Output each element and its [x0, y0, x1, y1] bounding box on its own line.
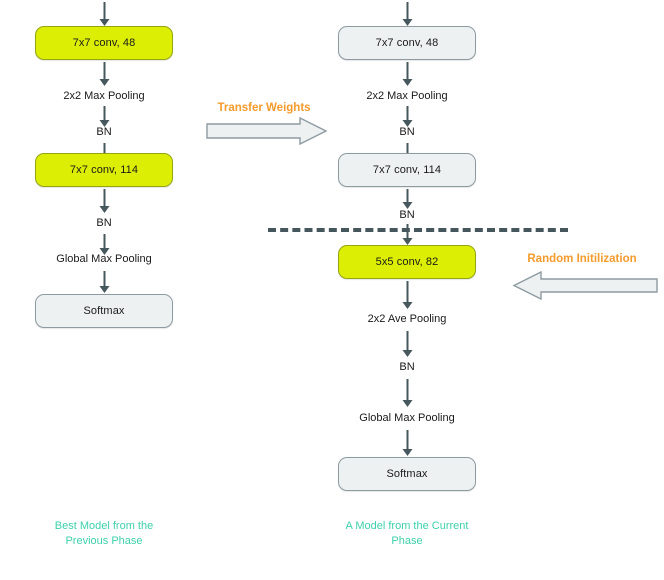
arrow-right-conv1-to-pool1 [402, 62, 413, 86]
step-text: BN [96, 126, 112, 138]
arrow-right-conv2-to-bn2 [402, 189, 413, 209]
node-right-conv1[interactable]: 7x7 conv, 48 [338, 26, 476, 60]
label-left-bn2: BN [96, 217, 111, 229]
node-left-conv1[interactable]: 7x7 conv, 48 [35, 26, 173, 60]
label-left-max-pooling: 2x2 Max Pooling [63, 90, 144, 102]
node-label: 7x7 conv, 48 [375, 37, 439, 49]
label-right-bn2: BN [399, 209, 414, 221]
arrow-into-left-conv1 [99, 2, 110, 26]
step-text: BN [96, 217, 112, 229]
caption-right-column: A Model from the Current Phase [345, 520, 469, 547]
node-label: 5x5 conv, 82 [375, 256, 439, 268]
step-text: Global Max Pooling [56, 253, 152, 265]
node-right-softmax[interactable]: Softmax [338, 457, 476, 491]
node-label: 7x7 conv, 48 [72, 37, 136, 49]
node-label: 7x7 conv, 114 [69, 164, 139, 176]
step-text: BN [399, 209, 415, 221]
node-left-conv2[interactable]: 7x7 conv, 114 [35, 153, 173, 187]
step-text: 2x2 Ave Pooling [367, 313, 447, 325]
arrow-left-bn2-to-gmp [99, 234, 110, 256]
step-text: Global Max Pooling [359, 412, 455, 424]
arrow-left-conv2-to-bn2 [99, 189, 110, 213]
transfer-weights-arrow-icon [206, 117, 328, 145]
arrow-right-conv3-to-pool2 [402, 281, 413, 309]
arrow-left-conv1-to-pool1 [99, 62, 110, 86]
node-right-conv2[interactable]: 7x7 conv, 114 [338, 153, 476, 187]
phase-divider-dashed-line [268, 228, 568, 232]
arrow-left-pool1-to-bn1 [99, 106, 110, 128]
arrow-into-right-conv1 [402, 2, 413, 26]
node-label: Softmax [386, 468, 428, 480]
label-left-bn1: BN [96, 126, 111, 138]
caption-left-column: Best Model from the Previous Phase [54, 520, 154, 547]
label-right-bn1: BN [399, 126, 414, 138]
label-right-max-pooling: 2x2 Max Pooling [366, 90, 447, 102]
step-text: BN [399, 126, 415, 138]
step-text: 2x2 Max Pooling [63, 90, 145, 102]
transfer-weights-label: Transfer Weights [217, 102, 311, 114]
arrow-right-pool1-to-bn1 [402, 106, 413, 128]
label-right-bn3: BN [399, 361, 414, 373]
node-right-conv3[interactable]: 5x5 conv, 82 [338, 245, 476, 279]
step-text: 2x2 Max Pooling [366, 90, 448, 102]
node-left-softmax[interactable]: Softmax [35, 294, 173, 328]
node-label: 7x7 conv, 114 [372, 164, 442, 176]
label-left-global-max-pooling: Global Max Pooling [56, 253, 151, 265]
arrow-left-gmp-to-softmax [99, 271, 110, 294]
random-initialization-label: Random Initilization [527, 253, 637, 265]
label-right-global-max-pooling: Global Max Pooling [359, 412, 454, 424]
node-label: Softmax [83, 305, 125, 317]
random-initialization-arrow-icon [512, 271, 659, 300]
arrow-right-bn3-to-gmp [402, 379, 413, 407]
step-text: BN [399, 361, 415, 373]
arrow-right-gmp-to-softmax [402, 430, 413, 456]
label-right-ave-pooling: 2x2 Ave Pooling [368, 313, 447, 325]
arrow-right-pool2-to-bn3 [402, 331, 413, 357]
